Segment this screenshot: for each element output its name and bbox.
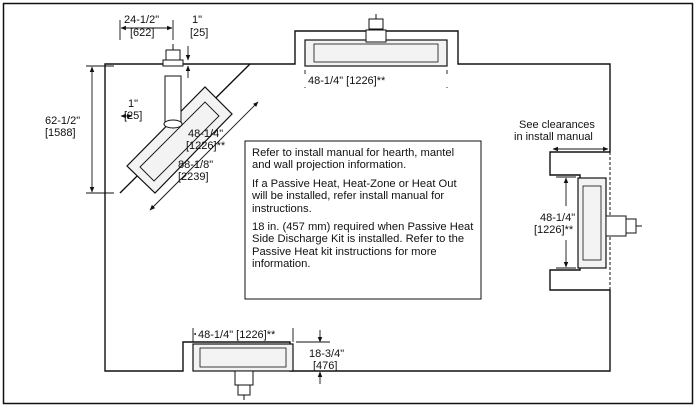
dimension-labels: 24-1/2" [622] 1" [25] 62-1/2" [1588] 1" … (45, 14, 595, 372)
right-vent-pipe (605, 215, 627, 237)
note-side-discharge: 18 in. (457 mm) required when Passive He… (252, 221, 474, 271)
corner-clear-side-in: 1" (128, 98, 138, 110)
corner-vent-cap (162, 59, 184, 67)
top-vent-cap (368, 18, 384, 30)
corner-offset-in: 24-1/2" (124, 14, 159, 26)
bottom-vent-pipe (234, 370, 254, 386)
notes-box (244, 140, 482, 300)
right-fireplace (577, 177, 642, 269)
corner-clear-top-mm: [25] (190, 27, 208, 39)
right-clearance-line1: See clearances (519, 119, 595, 131)
corner-vent-elbow (163, 119, 183, 129)
corner-clear-top-in: 1" (192, 14, 202, 26)
corner-depth-mm: [1588] (45, 127, 76, 139)
right-fireplace-unit (577, 177, 607, 269)
corner-vent-pipe (164, 75, 182, 125)
corner-diag-in: 88-1/8" (178, 159, 213, 171)
right-width-in: 48-1/4" (540, 212, 575, 224)
right-vent-cap (625, 218, 637, 234)
bottom-vent-cap (237, 384, 251, 396)
note-hearth: Refer to install manual for hearth, mant… (252, 147, 455, 172)
corner-width-mm: [1226]** (186, 140, 226, 152)
bottom-width-label: 48-1/4" [1226]** (198, 329, 276, 341)
room-outline (104, 30, 611, 372)
bottom-depth-in: 18-3/4" (309, 348, 344, 360)
right-width-mm: [1226]** (534, 224, 574, 236)
bottom-fireplace (192, 343, 294, 400)
bottom-depth-mm: [476] (313, 360, 337, 372)
corner-clear-side-mm: [25] (124, 110, 142, 122)
corner-vent-termination (165, 49, 181, 61)
notes-text: Refer to install manual for hearth, mant… (252, 147, 474, 277)
bottom-fireplace-unit (192, 343, 294, 372)
corner-diag-mm: [2239] (178, 171, 209, 183)
top-vent-pipe (365, 29, 387, 43)
corner-offset-mm: [622] (130, 27, 154, 39)
top-width-label: 48-1/4" [1226]** (308, 75, 386, 87)
top-fireplace (304, 14, 448, 67)
right-clearance-line2: in install manual (514, 131, 593, 143)
page-frame (2, 2, 694, 405)
corner-depth-in: 62-1/2" (45, 115, 80, 127)
corner-width-in: 48-1/4" (188, 128, 223, 140)
note-passive-heat: If a Passive Heat, Heat-Zone or Heat Out… (252, 177, 457, 215)
